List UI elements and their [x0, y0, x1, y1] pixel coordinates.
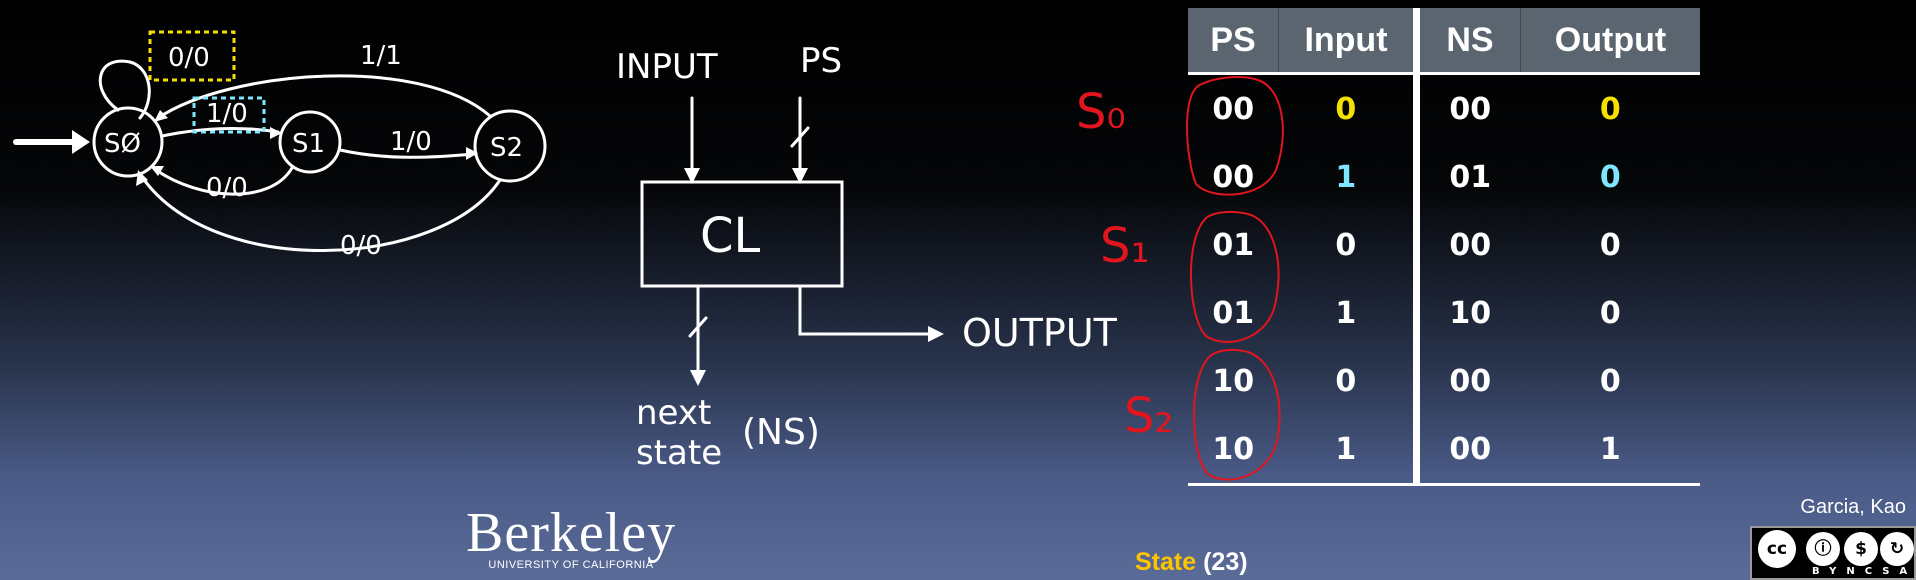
table-row: 01 1 10 0 [1188, 279, 1700, 347]
s0-to-s1-arrow [160, 127, 280, 138]
table-row: 01 0 00 0 [1188, 211, 1700, 279]
s2-to-s0-bottom-label: 0/0 [340, 231, 382, 261]
cc-license-labels: BYNCSA [1812, 566, 1916, 577]
state-s1-node [278, 110, 342, 174]
input-cell: 0 [1278, 211, 1420, 279]
s1-to-s2-label: 1/0 [390, 127, 432, 157]
ns-label: (NS) [742, 412, 820, 453]
berkeley-logo: Berkeley UNIVERSITY OF CALIFORNIA [466, 505, 676, 571]
output-cell: 0 [1599, 363, 1621, 399]
ns-cell: 00 [1449, 227, 1492, 263]
state-s0-label: SØ [104, 129, 141, 159]
s1-to-s0-arrow [154, 166, 294, 196]
s0-to-s1-label: 1/0 [206, 99, 248, 129]
cc-label-by: BY [1812, 566, 1847, 577]
s1-to-s2-arrow [338, 148, 476, 159]
slide-footer-title: State (23) [1135, 548, 1248, 577]
state-s0-node [92, 106, 164, 178]
cc-label-sa: SA [1882, 566, 1916, 577]
ns-cell: 10 [1449, 295, 1492, 331]
column-header-ns: NS [1416, 8, 1521, 75]
by-icon: ⓘ [1806, 532, 1840, 566]
table-header-row: PS Input NS Output [1188, 8, 1700, 75]
cc-label-nc: NC [1846, 566, 1883, 577]
state-transition-diagram: SØ S1 S2 0/0 1/0 1/0 0/0 1/1 0/0 [13, 30, 547, 261]
s0-self-loop-label: 0/0 [168, 43, 210, 73]
s0-self-loop [98, 59, 151, 120]
input-cell: 1 [1278, 279, 1420, 347]
state-transition-table: PS Input NS Output 00 0 00 0 00 1 01 0 0… [1188, 8, 1700, 486]
ps-cell: 01 [1212, 227, 1255, 263]
ns-cell: 01 [1449, 159, 1492, 195]
next-state-label-line1: next [636, 393, 711, 433]
state-s2-label: S2 [490, 133, 523, 163]
input-cell: 1 [1278, 415, 1420, 486]
column-header-output: Output [1520, 8, 1700, 75]
output-cell: 0 [1599, 91, 1621, 127]
logo-subtitle: UNIVERSITY OF CALIFORNIA [488, 559, 654, 571]
output-cell: 0 [1599, 227, 1621, 263]
yellow-highlight-box [148, 30, 236, 82]
output-cell: 0 [1599, 159, 1621, 195]
ps-cell: 00 [1212, 159, 1255, 195]
authors-label: Garcia, Kao [1800, 496, 1906, 518]
column-header-input: Input [1278, 8, 1420, 75]
input-cell: 0 [1278, 347, 1420, 415]
s2-to-s0-top-arrow [156, 74, 492, 120]
ps-cell: 01 [1212, 295, 1255, 331]
output-cell: 0 [1599, 295, 1621, 331]
cl-label: CL [700, 208, 761, 264]
input-label: INPUT [616, 47, 718, 87]
cyan-highlight-box [192, 96, 266, 134]
ps-cell: 10 [1212, 363, 1255, 399]
s2-to-s0-top-label: 1/1 [360, 41, 402, 71]
creative-commons-badge: cc ⓘ $ ↻ BYNCSA [1750, 526, 1916, 580]
ps-cell: 10 [1188, 415, 1279, 486]
s2-to-s0-bottom-arrow [138, 172, 502, 252]
table-row: 10 1 00 1 [1188, 415, 1700, 486]
ns-cell: 00 [1449, 91, 1492, 127]
input-cell: 0 [1278, 73, 1420, 143]
table-row: 00 0 00 0 [1188, 73, 1700, 143]
footer-slide-number: (23) [1203, 548, 1248, 576]
state-s2-node [473, 109, 547, 183]
column-header-ps: PS [1188, 8, 1279, 75]
table-row: 00 1 01 0 [1188, 143, 1700, 211]
table-row: 10 0 00 0 [1188, 347, 1700, 415]
cl-box [640, 180, 844, 288]
sa-icon: ↻ [1880, 532, 1914, 566]
state-s1-label: S1 [292, 129, 325, 159]
ns-cell: 00 [1449, 363, 1492, 399]
logo-wordmark: Berkeley [466, 502, 677, 564]
ps-cell: 00 [1212, 91, 1255, 127]
output-label: OUTPUT [962, 311, 1118, 355]
next-state-label-line2: state [636, 433, 722, 473]
ns-cell: 00 [1416, 415, 1521, 486]
input-cell: 1 [1278, 143, 1420, 211]
nc-icon: $ [1844, 532, 1878, 566]
footer-topic: State [1135, 548, 1197, 576]
cc-icon: cc [1758, 530, 1796, 568]
output-cell: 1 [1520, 415, 1700, 486]
s1-to-s0-label: 0/0 [206, 173, 248, 203]
ps-label: PS [800, 41, 842, 81]
